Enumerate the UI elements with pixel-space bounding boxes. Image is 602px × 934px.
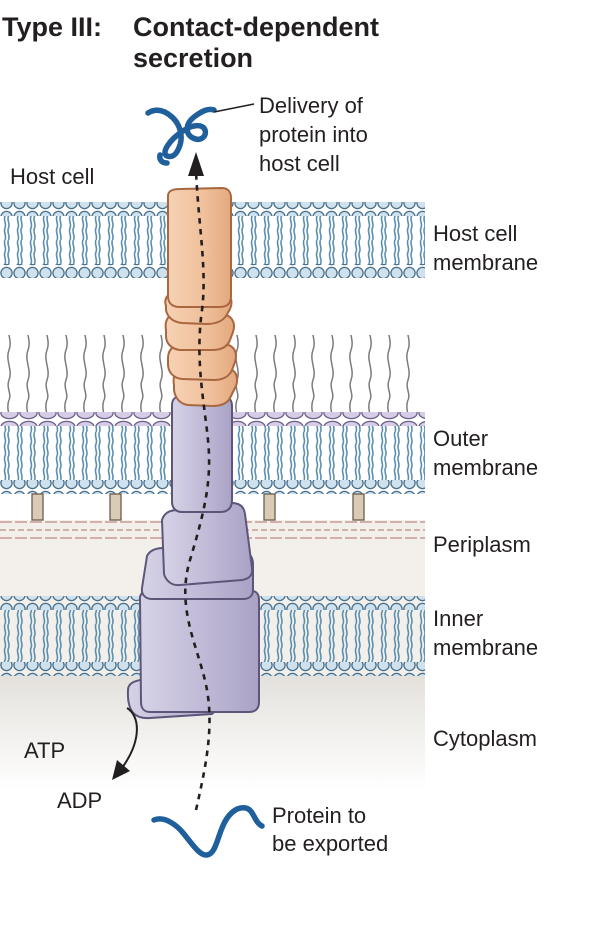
label-adp: ADP [57, 788, 103, 813]
path-arrowhead [188, 152, 204, 176]
export-protein-coil [151, 805, 265, 858]
label-atp: ATP [24, 738, 66, 763]
label-delivery-2: protein into [259, 122, 368, 147]
label-outer-membrane-2: membrane [433, 455, 539, 480]
label-inner-membrane-2: membrane [433, 635, 539, 660]
label-host-membrane-2: membrane [433, 250, 539, 275]
secretion-apparatus [126, 395, 260, 720]
label-protein-export-2: be exported [272, 831, 389, 856]
atp-adp-arrowhead [112, 760, 130, 780]
atp-adp-arrow [121, 707, 138, 769]
title-line-1: Contact-dependent [133, 12, 379, 42]
delivery-leader-line [213, 103, 255, 113]
label-periplasm: Periplasm [433, 532, 531, 557]
label-inner-membrane-1: Inner [433, 606, 484, 631]
secretion-path [184, 171, 211, 811]
label-delivery-1: Delivery of [259, 93, 363, 118]
label-delivery-3: host cell [259, 151, 340, 176]
title-type-label: Type III: [2, 12, 103, 42]
lipoprotein-pillars [31, 493, 365, 521]
label-protein-export-1: Protein to [272, 803, 367, 828]
label-host-cell: Host cell [10, 164, 95, 189]
delivered-protein-coil [145, 106, 217, 166]
label-host-membrane-1: Host cell [433, 221, 518, 246]
label-cytoplasm: Cytoplasm [433, 726, 537, 751]
label-outer-membrane-1: Outer [433, 426, 489, 451]
title-line-2: secretion [133, 43, 254, 73]
